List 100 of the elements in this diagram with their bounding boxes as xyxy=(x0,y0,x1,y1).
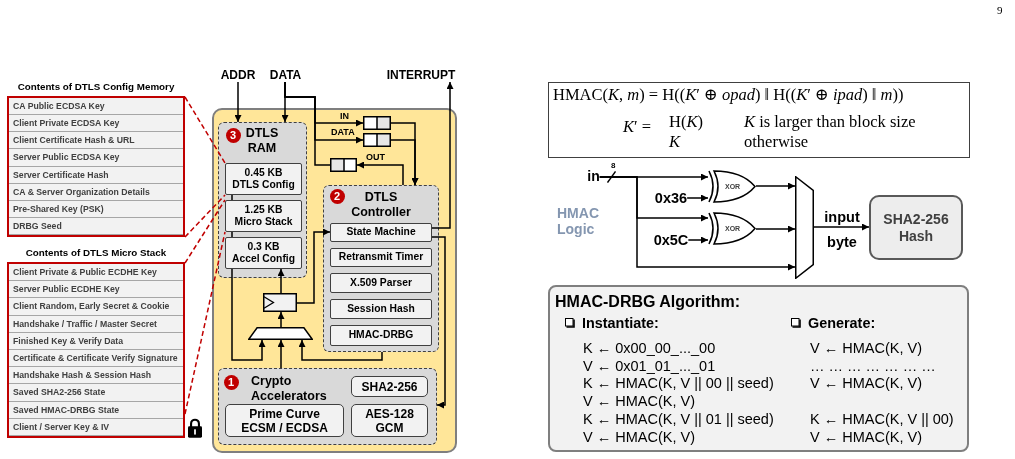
clocked-register xyxy=(263,293,297,312)
block-title: Crypto Accelerators xyxy=(251,374,327,404)
list-item: Finished Key & Verify Data xyxy=(9,332,183,350)
buffer-register xyxy=(363,133,391,147)
arrow xyxy=(431,81,454,229)
arrow xyxy=(231,268,266,361)
function-block: X.509 Parser xyxy=(330,273,432,293)
arrow xyxy=(277,311,285,328)
arrow xyxy=(234,81,242,123)
arrow xyxy=(298,339,383,361)
arrow xyxy=(755,182,796,190)
function-block: AES-128 GCM xyxy=(351,404,428,437)
list-item: Pre-Shared Key (PSK) xyxy=(9,200,183,218)
step-heading: Instantiate: xyxy=(582,315,659,331)
arrow xyxy=(686,194,709,202)
list-item: Client Random, Early Secret & Cookie xyxy=(9,298,183,316)
list-item: Saved SHA2-256 State xyxy=(9,384,183,402)
formula-text: otherwise xyxy=(744,133,809,151)
xor-gate xyxy=(708,170,756,203)
function-block: SHA2-256 xyxy=(351,376,428,397)
memory-block: 0.45 KB DTLS Config xyxy=(225,163,302,195)
algorithm-line: K ← HMAC(K, V || 00 || seed) xyxy=(583,375,774,392)
formula-box xyxy=(548,82,970,158)
list-item: Client Private ECDSA Key xyxy=(9,115,183,133)
function-block: State Machine xyxy=(330,223,432,242)
module-block xyxy=(218,368,437,445)
algorithm-line: V ← HMAC(K, V) xyxy=(583,393,695,410)
list-item: Server Public ECDHE Key xyxy=(9,281,183,299)
arrow xyxy=(687,236,709,244)
list-heading: Contents of DTLS Config Memory xyxy=(17,81,175,93)
list-item: Client Certificate Hash & URL xyxy=(9,132,183,150)
connector-line xyxy=(231,231,233,238)
formula-text: H(K) xyxy=(669,113,703,131)
number-badge: 3 xyxy=(225,127,241,143)
edge-label: input byte xyxy=(824,208,860,252)
edge-label: OUT xyxy=(366,152,385,162)
arrow xyxy=(296,228,331,304)
number-badge: 2 xyxy=(329,188,345,204)
list-item: Certificate & Certificate Verify Signature xyxy=(9,350,183,368)
list-item: Saved HMAC-DRBG State xyxy=(9,401,183,419)
dashed-leader-line xyxy=(184,199,226,264)
arrow xyxy=(431,236,446,409)
step-heading: Generate: xyxy=(808,315,876,331)
algorithm-line: V ← HMAC(K, V) xyxy=(810,375,922,392)
block-title: DTLS Controller xyxy=(351,190,411,220)
algorithm-line: V ← HMAC(K, V) xyxy=(583,429,695,446)
function-block: Session Hash xyxy=(330,299,432,319)
signal-label: INTERRUPT xyxy=(386,68,456,82)
arrow xyxy=(599,176,796,271)
edge-label: DATA xyxy=(331,127,355,137)
memory-block: 0.3 KB Accel Config xyxy=(225,237,302,269)
arrow xyxy=(277,339,285,369)
algorithm-panel xyxy=(548,285,969,452)
list-heading: Contents of DTLS Micro Stack xyxy=(25,247,167,259)
signal-label: ADDR xyxy=(220,68,256,82)
formula-text: K is larger than block size xyxy=(744,113,916,131)
list-item: CA & Server Organization Details xyxy=(9,183,183,201)
algorithm-line: V ← HMAC(K, V) xyxy=(810,429,922,446)
multiplexer xyxy=(248,327,313,340)
chip-panel xyxy=(212,108,457,453)
list-item: Client Private & Public ECDHE Key xyxy=(9,264,183,282)
list-item: Handshake / Traffic / Master Secret xyxy=(9,315,183,333)
list-item: Server Certificate Hash xyxy=(9,166,183,184)
xor-gate xyxy=(708,212,756,245)
formula-text: HMAC(K, m) = H((K′ ⊕ opad) ‖ H((K′ ⊕ ipad) ‖ m)) xyxy=(553,86,904,104)
buffer-register xyxy=(330,158,357,172)
list-item: CA Public ECDSA Key xyxy=(9,98,183,116)
connector-line xyxy=(231,194,233,201)
arrow xyxy=(813,223,870,231)
formula-text: K xyxy=(669,133,680,151)
algorithm-line: V ← 0x01_01_..._01 xyxy=(583,358,716,375)
algorithm-line: … … … … … … … xyxy=(810,358,936,375)
function-block: Retransmit Timer xyxy=(330,248,432,267)
module-block xyxy=(218,122,307,278)
arrow xyxy=(390,139,419,186)
algorithm-line: V ← HMAC(K, V) xyxy=(810,340,922,357)
block-title: DTLS RAM xyxy=(245,126,279,156)
constant-label: 0x36 xyxy=(654,190,688,206)
arrow xyxy=(277,268,285,294)
constant-label: 0x5C xyxy=(653,232,689,248)
function-block: HMAC-DRBG xyxy=(330,325,432,346)
panel-heading: HMAC-DRBG Algorithm: xyxy=(555,293,741,311)
function-block: Prime Curve ECSM / ECDSA xyxy=(225,404,344,437)
section-label: HMAC Logic xyxy=(557,205,599,237)
dashed-leader-line xyxy=(184,96,226,164)
list-item: Server Public ECDSA Key xyxy=(9,149,183,167)
algorithm-line: K ← HMAC(K, V || 00) xyxy=(810,411,954,428)
module-block xyxy=(323,185,439,352)
signal-label: in xyxy=(587,169,600,184)
arrow xyxy=(755,225,796,233)
page-number: 9 xyxy=(997,4,1003,17)
list-item: DRBG Seed xyxy=(9,217,183,235)
signal-label: DATA xyxy=(269,68,302,82)
edge-label: IN xyxy=(340,111,349,121)
buffer-register xyxy=(363,116,391,130)
list-item: Handshake Hash & Session Hash xyxy=(9,367,183,385)
hash-block: SHA2-256 Hash xyxy=(869,195,963,260)
memory-block: 1.25 KB Micro Stack xyxy=(225,200,302,232)
algorithm-line: K ← HMAC(K, V || 01 || seed) xyxy=(583,411,774,428)
arrow xyxy=(356,161,404,186)
